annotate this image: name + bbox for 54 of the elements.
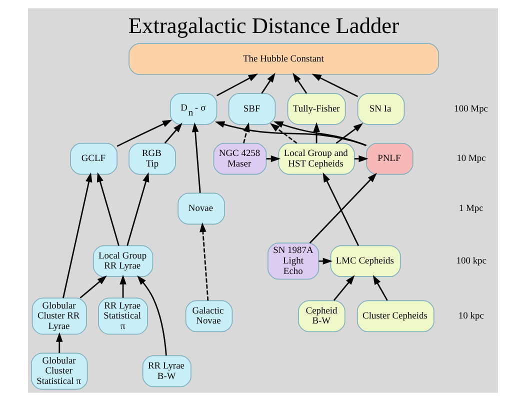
arrow	[216, 74, 258, 96]
arrow	[318, 258, 332, 264]
label: 1 Mpc	[458, 204, 483, 214]
node-box: PNLF	[365, 142, 413, 175]
arrow	[119, 274, 126, 298]
arrow	[312, 122, 320, 144]
label: 100 Mpc	[454, 104, 488, 114]
arrow	[116, 120, 172, 147]
node-box: RR Lyrae B-W	[142, 355, 191, 388]
arrow	[62, 172, 92, 298]
arrow	[96, 172, 119, 246]
node-box: Local Group and HST Cepheids	[278, 142, 354, 175]
arrow	[266, 155, 280, 162]
node-box: RR Lyrae Statistical π	[98, 298, 148, 335]
arrow	[269, 123, 297, 144]
arrow	[136, 275, 166, 356]
node-box: Galactic Novae	[184, 300, 232, 332]
node-box: SBF	[228, 93, 276, 125]
arrow	[332, 275, 354, 301]
node-box: RGB Tip	[128, 142, 176, 175]
arrow	[292, 72, 307, 94]
arrow	[242, 122, 250, 144]
arrow	[199, 222, 208, 301]
arrow	[79, 275, 106, 298]
node-box: The Hubble Constant	[128, 43, 439, 75]
node-box: Cluster Cepheids	[356, 300, 434, 332]
arrow	[335, 123, 363, 144]
arrow	[273, 121, 366, 146]
arrow	[164, 122, 182, 144]
arrow	[260, 72, 275, 94]
arrow	[372, 274, 388, 301]
node-box: GCLF	[70, 142, 117, 175]
node-box: Local Group RR Lyrae	[92, 245, 153, 278]
node-box: Globular Cluster RR Lyrae	[31, 298, 86, 335]
arrow	[311, 74, 358, 98]
node-box: Globular Cluster Statistical π	[30, 352, 88, 390]
diagram-title: Extragalactic Distance Ladder	[128, 13, 399, 38]
arrow	[126, 172, 149, 246]
arrow	[354, 155, 368, 162]
node-box: LMC Cepheids	[330, 245, 400, 278]
node-box: Novae	[177, 192, 224, 225]
label: 10 Mpc	[456, 154, 486, 164]
arrow	[322, 172, 359, 246]
arrow	[214, 121, 366, 146]
node-box: SN Ia	[356, 93, 404, 125]
label: 10 kpc	[458, 312, 484, 322]
arrow	[191, 122, 200, 193]
label: 100 kpc	[456, 256, 486, 267]
node-box: NGC 4258 Maser	[212, 142, 266, 175]
arrow	[308, 172, 376, 244]
node-box: Cepheid B-W	[298, 300, 345, 332]
node-box: Tully-Fisher	[286, 93, 346, 125]
node-box: SN 1987A Light Echo	[267, 242, 319, 280]
arrow	[56, 332, 62, 353]
